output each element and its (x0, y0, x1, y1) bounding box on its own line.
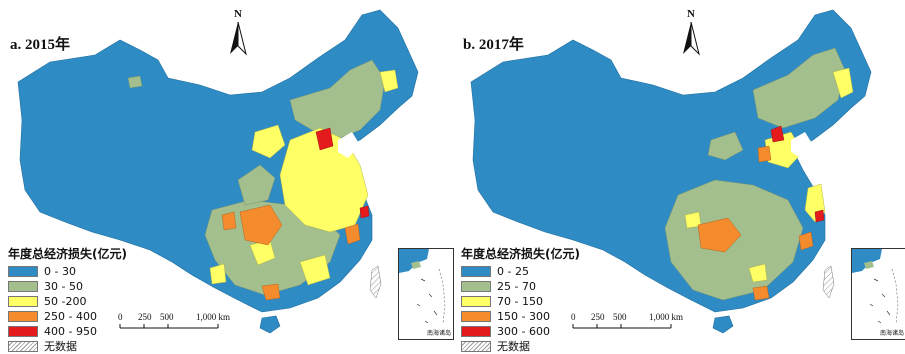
scale-tick: 500 (160, 312, 174, 322)
legend-label: 30 - 50 (44, 279, 83, 293)
region-orange (261, 283, 281, 301)
legend: 年度总经济损失(亿元) 0 - 30 30 - 50 50 -200 250 -… (8, 245, 127, 354)
legend-item: 50 -200 (8, 294, 127, 308)
region-yellow (748, 263, 768, 283)
legend-swatch (461, 310, 491, 322)
inset-map (852, 249, 899, 325)
scale-tick: 1,000 km (649, 312, 684, 322)
legend-label: 70 - 150 (497, 294, 543, 308)
legend-swatch (461, 325, 491, 337)
legend-item: 25 - 70 (461, 279, 580, 293)
region-green (127, 75, 143, 89)
south-china-sea-inset: 南海诸岛 (398, 248, 454, 340)
region-orange (757, 145, 772, 163)
panel-title: b. 2017年 (463, 37, 524, 53)
inset-label: 南海诸岛 (426, 330, 451, 337)
region-green (707, 131, 744, 161)
scale-bar: 0 250 500 1,000 km (118, 312, 258, 342)
legend-label: 0 - 30 (44, 264, 76, 278)
scale-bar: 0 250 500 1,000 km (571, 312, 711, 342)
legend-item: 70 - 150 (461, 294, 580, 308)
scale-bar-line (572, 324, 672, 329)
legend-item: 250 - 400 (8, 309, 127, 323)
legend-swatch (8, 310, 38, 322)
legend-label: 25 - 70 (497, 279, 536, 293)
legend-item: 无数据 (8, 339, 127, 353)
legend: 年度总经济损失(亿元) 0 - 25 25 - 70 70 - 150 150 … (461, 245, 580, 354)
north-arrow: N (226, 8, 250, 60)
legend-item: 0 - 30 (8, 264, 127, 278)
scale-bar-line (119, 324, 219, 329)
legend-item: 400 - 950 (8, 324, 127, 338)
north-arrow: N (679, 8, 703, 60)
legend-swatch (461, 295, 491, 307)
china-map-2015 (17, 9, 419, 334)
region-red (770, 125, 785, 143)
panel-title: a. 2015年 (10, 37, 71, 53)
taiwan-no-data (822, 265, 835, 299)
legend-label: 300 - 600 (497, 324, 550, 338)
legend-item: 0 - 25 (461, 264, 580, 278)
legend-label: 400 - 950 (44, 324, 97, 338)
legend-swatch (461, 280, 491, 292)
legend-title: 年度总经济损失(亿元) (461, 247, 580, 261)
region-green (237, 164, 276, 206)
legend-label: 150 - 300 (497, 309, 550, 323)
legend-item: 30 - 50 (8, 279, 127, 293)
legend-swatch (8, 265, 38, 277)
region-red (315, 127, 334, 151)
scale-tick: 0 (571, 312, 576, 322)
legend-swatch (8, 295, 38, 307)
map-panel-2017: b. 2017年 N 年度总经济损失(亿元) 0 - 25 25 - 70 70… (453, 0, 905, 353)
legend-swatch (8, 280, 38, 292)
hainan-island (712, 315, 734, 334)
bohai-sea (338, 132, 360, 158)
legend-item: 300 - 600 (461, 324, 580, 338)
region-red (814, 209, 825, 223)
region-yellow (299, 254, 331, 286)
region-orange (344, 223, 361, 245)
north-arrow-icon (230, 21, 247, 56)
taiwan-no-data (369, 265, 382, 299)
legend-item: 150 - 300 (461, 309, 580, 323)
region-orange (798, 231, 814, 251)
region-orange (697, 217, 742, 253)
region-yellow (251, 124, 286, 159)
north-label: N (234, 8, 242, 20)
legend-swatch (461, 340, 491, 352)
legend-swatch (8, 325, 38, 337)
scale-tick: 250 (138, 312, 152, 322)
legend-swatch (8, 340, 38, 352)
region-yellow (209, 263, 227, 285)
south-china-sea-inset: 南海诸岛 (851, 248, 905, 340)
legend-swatch (461, 265, 491, 277)
scale-tick: 250 (591, 312, 605, 322)
hainan-island (259, 315, 281, 334)
legend-label: 50 -200 (44, 294, 87, 308)
legend-label: 无数据 (44, 340, 77, 353)
map-panel-2015: a. 2015年 N 年度总经济损失(亿元) 0 - 30 30 - 50 50… (0, 0, 454, 353)
region-orange (221, 211, 237, 231)
scale-tick: 1,000 km (196, 312, 231, 322)
north-arrow-icon (683, 21, 700, 56)
region-orange (239, 204, 283, 246)
region-red (359, 205, 370, 219)
region-yellow (379, 69, 399, 93)
legend-label: 0 - 25 (497, 264, 529, 278)
north-label: N (687, 8, 695, 20)
region-orange (752, 285, 770, 301)
legend-item: 无数据 (461, 339, 580, 353)
china-map-2017 (470, 9, 872, 334)
legend-label: 250 - 400 (44, 309, 97, 323)
bohai-sea (791, 132, 813, 158)
region-green (289, 59, 386, 141)
legend-title: 年度总经济损失(亿元) (8, 247, 127, 261)
legend-label: 无数据 (497, 340, 530, 353)
inset-label: 南海诸岛 (879, 330, 904, 337)
region-yellow (832, 67, 854, 99)
inset-map (399, 249, 446, 325)
scale-tick: 500 (613, 312, 627, 322)
scale-tick: 0 (118, 312, 123, 322)
